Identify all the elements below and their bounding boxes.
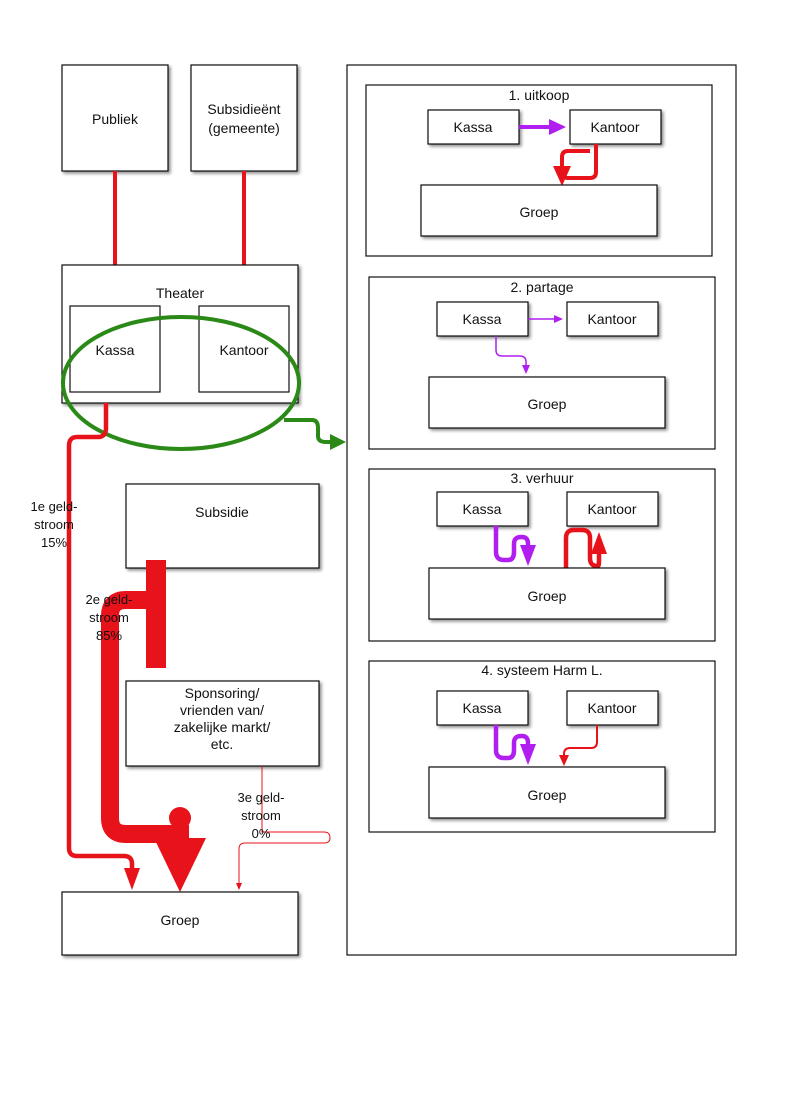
scenario-groep-box: Groep <box>428 766 666 819</box>
svg-text:Kassa: Kassa <box>454 119 493 135</box>
theater-kantoor-label: Kantoor <box>219 342 268 358</box>
stroom3-label: 3e geld- stroom 0% <box>238 790 285 841</box>
svg-text:Sponsoring/: Sponsoring/ <box>185 685 260 701</box>
scenario-groep-box: Groep <box>428 376 666 429</box>
groep-to-kantoor-arrow <box>563 527 607 571</box>
svg-text:Kassa: Kassa <box>463 311 502 327</box>
svg-text:stroom: stroom <box>34 517 74 532</box>
scenario-title: 4. systeem Harm L. <box>481 662 602 678</box>
svg-text:stroom: stroom <box>89 610 129 625</box>
svg-text:0%: 0% <box>252 826 271 841</box>
scenario-1: 1. uitkoop Kassa Kantoor Groep <box>365 84 713 257</box>
subsidient-label-line2: (gemeente) <box>208 120 280 136</box>
subsidie-box: Subsidie <box>125 483 320 569</box>
theater-kassa-label: Kassa <box>96 342 135 358</box>
scenario-title: 1. uitkoop <box>509 87 570 103</box>
svg-text:Groep: Groep <box>520 204 559 220</box>
svg-text:3e geld-: 3e geld- <box>238 790 285 805</box>
stroom2-arrow <box>101 560 206 892</box>
kassa-to-groep-arrow <box>495 336 530 374</box>
kantoor-to-groep-arrow <box>559 725 598 766</box>
svg-text:etc.: etc. <box>211 736 234 752</box>
scenario-kantoor-box: Kantoor <box>566 690 659 726</box>
svg-text:Groep: Groep <box>528 396 567 412</box>
stroom1-label: 1e geld- stroom 15% <box>31 499 78 550</box>
svg-text:Kantoor: Kantoor <box>587 311 636 327</box>
kassa-to-groep-arrow <box>493 526 536 566</box>
groep-box: Groep <box>61 891 299 956</box>
svg-text:Kassa: Kassa <box>463 700 502 716</box>
svg-text:zakelijke markt/: zakelijke markt/ <box>174 719 271 735</box>
subsidient-box: Subsidieënt (gemeente) <box>190 64 298 172</box>
scenario-kassa-box: Kassa <box>427 109 520 145</box>
svg-text:Kassa: Kassa <box>463 501 502 517</box>
publiek-box: Publiek <box>61 64 169 172</box>
stroom1-arrow <box>66 403 140 890</box>
kassa-to-groep-arrow <box>493 725 536 765</box>
scenario-groep-box: Groep <box>428 567 666 620</box>
svg-text:2e geld-: 2e geld- <box>86 592 133 607</box>
stroom3-arrow <box>236 766 331 890</box>
scenario-kassa-box: Kassa <box>436 690 529 726</box>
scenario-2: 2. partage Kassa Kantoor Groep <box>368 276 716 450</box>
svg-text:85%: 85% <box>96 628 122 643</box>
kantoor-to-groep-arrow <box>553 144 598 186</box>
svg-text:1e geld-: 1e geld- <box>31 499 78 514</box>
scenario-4: 4. systeem Harm L. Kassa Kantoor Groep <box>368 660 716 833</box>
scenario-kantoor-box: Kantoor <box>566 491 659 527</box>
scenario-title: 2. partage <box>510 279 573 295</box>
green-highlight-ellipse <box>61 315 301 451</box>
stroom2-label: 2e geld- stroom 85% <box>86 592 133 643</box>
theater-label: Theater <box>156 285 205 301</box>
kassa-to-kantoor-arrow <box>519 119 566 135</box>
scenario-3: 3. verhuur Kassa Kantoor Groep <box>368 468 716 642</box>
scenario-kassa-box: Kassa <box>436 301 529 337</box>
svg-text:Kantoor: Kantoor <box>587 700 636 716</box>
publiek-label: Publiek <box>92 111 139 127</box>
scenario-groep-box: Groep <box>420 184 658 237</box>
svg-text:Groep: Groep <box>528 588 567 604</box>
subsidient-label-line1: Subsidieënt <box>207 101 280 117</box>
svg-text:Groep: Groep <box>528 787 567 803</box>
scenario-kassa-box: Kassa <box>436 491 529 527</box>
scenario-kantoor-box: Kantoor <box>569 109 662 145</box>
groep-label: Groep <box>161 912 200 928</box>
svg-text:vrienden van/: vrienden van/ <box>180 702 264 718</box>
svg-text:stroom: stroom <box>241 808 281 823</box>
sponsoring-box: Sponsoring/ vrienden van/ zakelijke mark… <box>125 680 320 767</box>
svg-text:Kantoor: Kantoor <box>587 501 636 517</box>
svg-text:Kantoor: Kantoor <box>590 119 639 135</box>
svg-text:15%: 15% <box>41 535 67 550</box>
scenario-title: 3. verhuur <box>510 470 573 486</box>
kassa-to-kantoor-arrow <box>528 315 563 323</box>
scenario-kantoor-box: Kantoor <box>566 301 659 337</box>
green-arrow-to-scenarios <box>284 418 346 450</box>
subsidie-label: Subsidie <box>195 504 249 520</box>
